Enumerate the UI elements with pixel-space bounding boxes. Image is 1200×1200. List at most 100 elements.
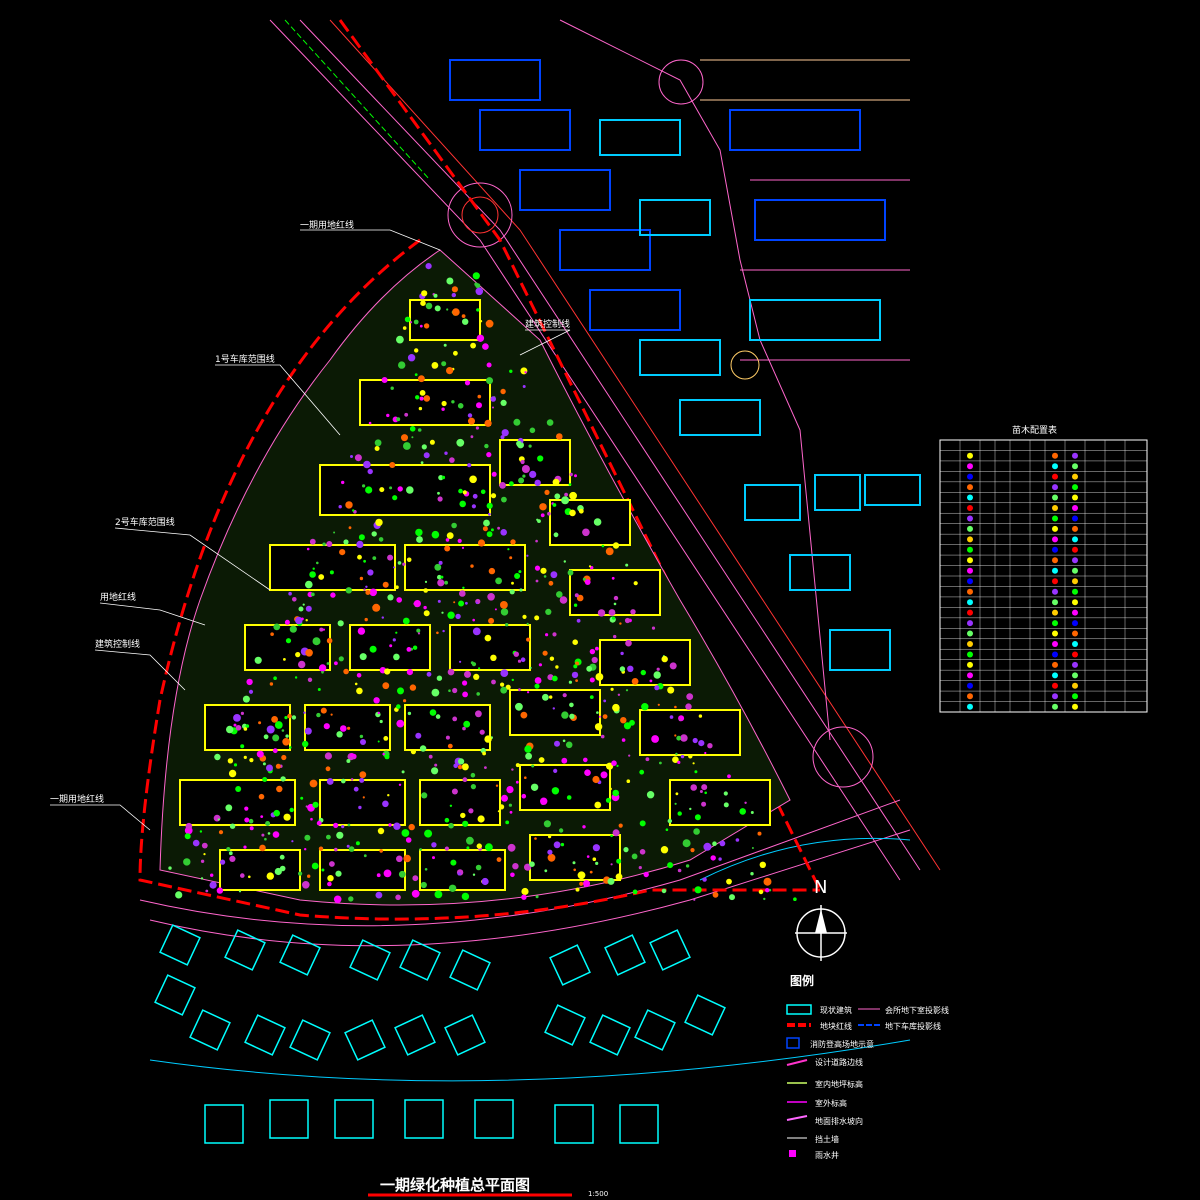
planting-dot <box>680 754 685 759</box>
planting-dot <box>475 710 482 718</box>
planting-dot <box>354 682 358 686</box>
legend-item-9: 挡土墙 <box>815 1134 839 1144</box>
legend-swatch-existing <box>786 1004 812 1015</box>
table-plant-symbol <box>1052 536 1058 543</box>
planting-dot <box>266 764 273 772</box>
table-plant-symbol <box>1072 546 1078 553</box>
planting-dot <box>550 571 558 579</box>
table-plant-symbol <box>1052 630 1058 637</box>
planting-dot <box>347 823 351 827</box>
planting-dot <box>414 373 418 376</box>
planting-dot <box>310 592 315 597</box>
planting-dot <box>329 570 334 575</box>
planting-dot <box>298 871 303 876</box>
planting-dot <box>409 426 416 432</box>
planting-dot <box>451 522 457 529</box>
planting-dot <box>216 887 224 894</box>
planting-dot <box>446 532 454 539</box>
planting-dot <box>367 569 374 576</box>
table-plant-symbol <box>967 672 973 679</box>
planting-dot <box>341 480 345 485</box>
legend-item-8: 地面排水坡向 <box>815 1116 863 1126</box>
planting-dot <box>393 822 401 830</box>
planting-dot <box>424 580 428 584</box>
planting-dot <box>545 633 549 637</box>
planting-dot <box>562 693 567 698</box>
table-plant-symbol <box>1052 546 1058 553</box>
planting-dot <box>461 314 466 318</box>
planting-dot <box>574 593 579 598</box>
planting-dot <box>452 687 458 694</box>
planting-dot <box>651 735 659 743</box>
planting-dot <box>389 486 393 490</box>
planting-dot <box>654 685 660 691</box>
planting-dot <box>353 786 359 792</box>
planting-dot <box>481 877 489 886</box>
planting-dot <box>291 840 294 843</box>
planting-dot <box>513 418 521 426</box>
planting-dot <box>372 603 381 612</box>
planting-dot <box>411 889 420 898</box>
planting-dot <box>620 651 624 656</box>
planting-dot <box>633 581 638 586</box>
planting-dot <box>612 703 620 712</box>
planting-dot <box>446 308 449 311</box>
planting-dot <box>435 714 441 719</box>
planting-dot <box>330 592 336 598</box>
planting-dot <box>459 590 466 597</box>
planting-dot <box>484 766 487 769</box>
table-plant-symbol <box>967 682 973 689</box>
planting-dot <box>471 662 477 667</box>
planting-dot <box>302 603 305 606</box>
planting-dot <box>359 734 364 739</box>
table-plant-symbol <box>1052 672 1058 679</box>
planting-dot <box>309 538 316 545</box>
table-plant-symbol <box>967 515 973 522</box>
planting-dot <box>441 611 444 614</box>
planting-dot <box>475 287 484 296</box>
table-plant-symbol <box>1072 578 1078 585</box>
planting-dot <box>618 823 623 828</box>
planting-dot <box>476 843 482 849</box>
planting-dot <box>343 668 349 675</box>
table-plant-symbol <box>967 630 973 637</box>
planting-dot <box>284 619 290 625</box>
planting-dot <box>597 609 606 617</box>
planting-dot <box>407 711 412 716</box>
planting-dot <box>472 627 481 636</box>
planting-dot <box>510 539 516 545</box>
planting-dot <box>553 532 559 538</box>
planting-dot <box>486 502 493 509</box>
planting-dot <box>512 863 519 870</box>
planting-dot <box>592 775 600 784</box>
planting-dot <box>757 831 762 836</box>
planting-dot <box>185 822 193 830</box>
planting-dot <box>490 654 497 661</box>
planting-dot <box>499 804 505 810</box>
table-plant-symbol <box>1072 599 1078 606</box>
planting-dot <box>442 629 445 633</box>
planting-dot <box>256 750 264 758</box>
table-plant-symbol <box>1052 703 1058 710</box>
planting-dot <box>362 484 366 488</box>
planting-dot <box>535 895 539 899</box>
planting-dot <box>333 531 336 534</box>
planting-dot <box>244 806 249 811</box>
table-plant-symbol <box>967 609 973 616</box>
planting-dot <box>436 631 439 635</box>
planting-dot <box>431 530 440 539</box>
planting-dot <box>472 493 478 499</box>
table-plant-symbol <box>1052 463 1058 470</box>
planting-dot <box>374 446 380 451</box>
planting-dot <box>354 454 362 462</box>
table-plant-symbol <box>967 525 973 532</box>
planting-dot <box>546 419 554 426</box>
planting-dot <box>423 452 430 459</box>
planting-dot <box>522 474 526 478</box>
planting-dot <box>312 567 315 570</box>
planting-dot <box>443 343 447 347</box>
planting-dot <box>477 815 485 823</box>
planting-dot <box>517 659 522 663</box>
planting-dot <box>486 362 492 368</box>
planting-dot <box>270 632 274 636</box>
